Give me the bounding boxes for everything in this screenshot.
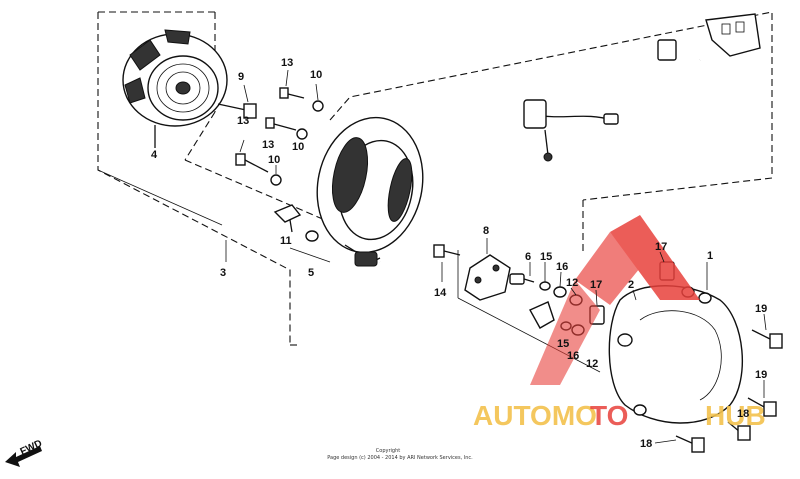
- alternator-cover-1: [608, 262, 744, 424]
- callout-13-b: 13: [262, 139, 274, 151]
- bolt-19-bottom: [727, 397, 777, 441]
- callout-12-b: 12: [586, 358, 598, 370]
- bolt-13-middle: [265, 117, 308, 140]
- bolt-13-bottom: [235, 139, 282, 186]
- callout-17-a: 17: [655, 241, 667, 253]
- bolt-19-top: [751, 329, 783, 349]
- stator-part: [316, 116, 424, 267]
- callout-19-a: 19: [755, 303, 767, 315]
- callout-2: 2: [628, 279, 634, 291]
- callout-11: 11: [280, 235, 292, 247]
- callout-leaders: [225, 240, 767, 444]
- callout-15-a: 15: [540, 251, 552, 263]
- fwd-arrow-icon: [5, 446, 42, 467]
- callout-labels: 1 2 3 4 5 6 8 9 10 10 10 11 12 12 13 13 …: [151, 57, 767, 450]
- watermark-text-3: HUB: [705, 400, 766, 431]
- callout-17-b: 17: [590, 279, 602, 291]
- callout-3: 3: [220, 267, 226, 279]
- callout-10-a: 10: [310, 69, 322, 81]
- callout-5: 5: [308, 267, 314, 279]
- rotor-part: [122, 29, 228, 148]
- fwd-indicator: FWD: [5, 438, 44, 467]
- callout-8: 8: [483, 225, 489, 237]
- watermark-triangle-icon: [610, 215, 700, 300]
- callout-13-a: 13: [281, 57, 293, 69]
- callout-18-b: 18: [640, 438, 652, 450]
- callout-16-b: 16: [567, 350, 579, 362]
- callout-14: 14: [434, 287, 447, 299]
- callout-10-b: 10: [292, 141, 304, 153]
- watermark-text-2: TO: [590, 400, 628, 431]
- copyright-title: Copyright: [376, 448, 400, 454]
- bolt-18: [675, 435, 705, 453]
- callout-9: 9: [238, 71, 244, 83]
- callout-12-a: 12: [566, 277, 578, 289]
- callout-6: 6: [525, 251, 531, 263]
- brush-holder-8: [464, 238, 511, 301]
- wire-harness: [379, 13, 761, 265]
- watermark-logo: [530, 215, 700, 385]
- callout-16-a: 16: [556, 261, 568, 273]
- bolt-13-top: [279, 69, 324, 112]
- callout-10-c: 10: [268, 154, 280, 166]
- copyright-line: Page design (c) 2004 - 2014 by ARI Netwo…: [327, 455, 473, 461]
- watermark-text-1: AUTOMO: [473, 400, 597, 431]
- callout-13-c: 13: [237, 115, 249, 127]
- callout-18-a: 18: [737, 408, 749, 420]
- clip-11: [273, 204, 319, 242]
- callout-1: 1: [707, 250, 713, 262]
- bolt-9: [217, 84, 257, 119]
- callout-4: 4: [151, 149, 158, 161]
- callout-15-b: 15: [557, 338, 569, 350]
- callout-19-b: 19: [755, 369, 767, 381]
- bolt-14: [433, 244, 461, 282]
